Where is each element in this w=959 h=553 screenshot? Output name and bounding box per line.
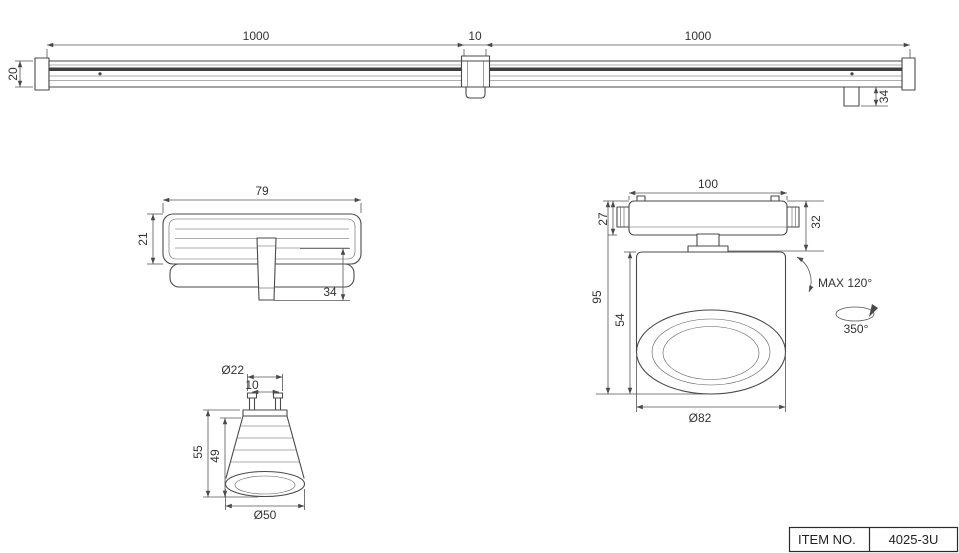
adapter-width-dim-text: 79 xyxy=(255,184,269,198)
spotlight-neck xyxy=(696,233,720,248)
spotlight-tilt-label: MAX 120° xyxy=(818,276,872,290)
adapter-depth-dim-text: 34 xyxy=(323,285,337,299)
tilt-arrow-icon xyxy=(796,256,814,293)
item-no-value: 4025-3U xyxy=(889,532,939,547)
track-end-depth-dim-text: 34 xyxy=(877,90,891,104)
spotlight-diameter-dim-text: Ø82 xyxy=(689,411,712,425)
lamp-pin-spacing-dim-text: 10 xyxy=(245,378,259,392)
side-knob-left xyxy=(616,206,631,228)
spotlight-lens xyxy=(662,326,760,380)
rotation-arrowhead-icon xyxy=(869,304,878,317)
adapter-height-dim-text: 21 xyxy=(136,232,150,246)
track-adapter-drawing: 79 21 34 xyxy=(136,184,362,301)
track-end-connector xyxy=(843,86,860,107)
lamp-body-height-dim-text: 49 xyxy=(208,449,222,463)
spotlight-drawing: 100 27 32 xyxy=(590,177,878,425)
spotlight-outline xyxy=(616,195,800,395)
rotation-arrow-icon xyxy=(835,306,875,322)
track-length-left-dim-text: 1000 xyxy=(243,29,270,43)
adapter-outline xyxy=(162,213,362,301)
lamp-diameter-dim-text: Ø50 xyxy=(254,508,277,522)
lamp-pin-right xyxy=(272,392,284,399)
track-joiner-width-dim-text: 10 xyxy=(468,29,482,43)
lamp-pin-left xyxy=(246,392,258,399)
gu10-lamp-drawing: Ø22 10 55 49 xyxy=(191,363,306,522)
track-joiner xyxy=(460,55,491,99)
lamp-height-dim-text: 55 xyxy=(191,445,205,459)
spotlight-base-width-dim-text: 100 xyxy=(698,177,718,191)
adapter-lock-lever xyxy=(256,237,277,301)
mounting-hole-left xyxy=(98,72,102,76)
track-mount-base xyxy=(628,200,788,236)
spotlight-rotation-label: 350° xyxy=(844,322,869,336)
mounting-hole-right xyxy=(850,72,854,76)
side-knob-right xyxy=(785,206,800,228)
track-length-right-dim-text: 1000 xyxy=(685,29,712,43)
spotlight-total-height-dim-text: 95 xyxy=(590,290,604,304)
track-rail-drawing: 1000 10 1000 xyxy=(6,29,916,107)
lamp-glass-face xyxy=(234,475,296,495)
track-height-dim-text: 20 xyxy=(6,67,20,81)
spotlight-body-height-dim-text: 54 xyxy=(613,313,627,327)
title-block: ITEM NO. 4025-3U xyxy=(788,526,959,553)
item-no-label: ITEM NO. xyxy=(798,532,856,547)
track-rail-outline xyxy=(34,55,916,107)
lamp-pin-circle-dim-text: Ø22 xyxy=(221,363,244,377)
spotlight-side-height-dim-text: 32 xyxy=(809,215,823,229)
